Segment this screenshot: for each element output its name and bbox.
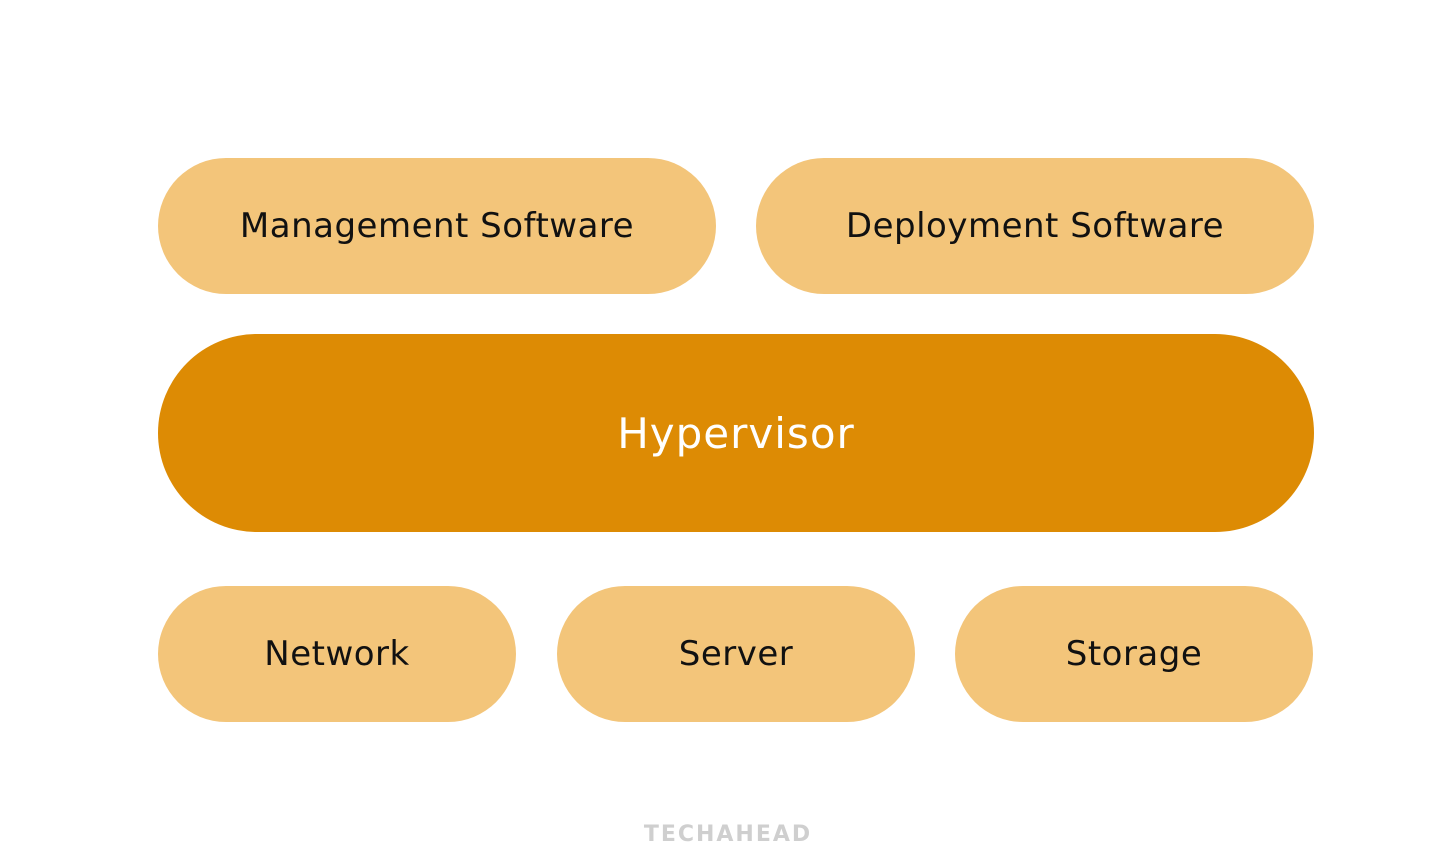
deployment-software-label: Deployment Software: [845, 206, 1225, 246]
server-label: Server: [678, 634, 794, 674]
deployment-software-block: Deployment Software: [756, 158, 1314, 294]
management-software-block: Management Software: [158, 158, 716, 294]
storage-block: Storage: [955, 586, 1313, 722]
watermark-logo: TECHAHEAD: [643, 822, 813, 847]
network-block: Network: [158, 586, 516, 722]
hypervisor-block: Hypervisor: [158, 334, 1314, 532]
storage-label: Storage: [1065, 634, 1203, 674]
management-software-label: Management Software: [239, 206, 635, 246]
network-label: Network: [264, 634, 410, 674]
hypervisor-label: Hypervisor: [617, 408, 855, 458]
server-block: Server: [557, 586, 915, 722]
